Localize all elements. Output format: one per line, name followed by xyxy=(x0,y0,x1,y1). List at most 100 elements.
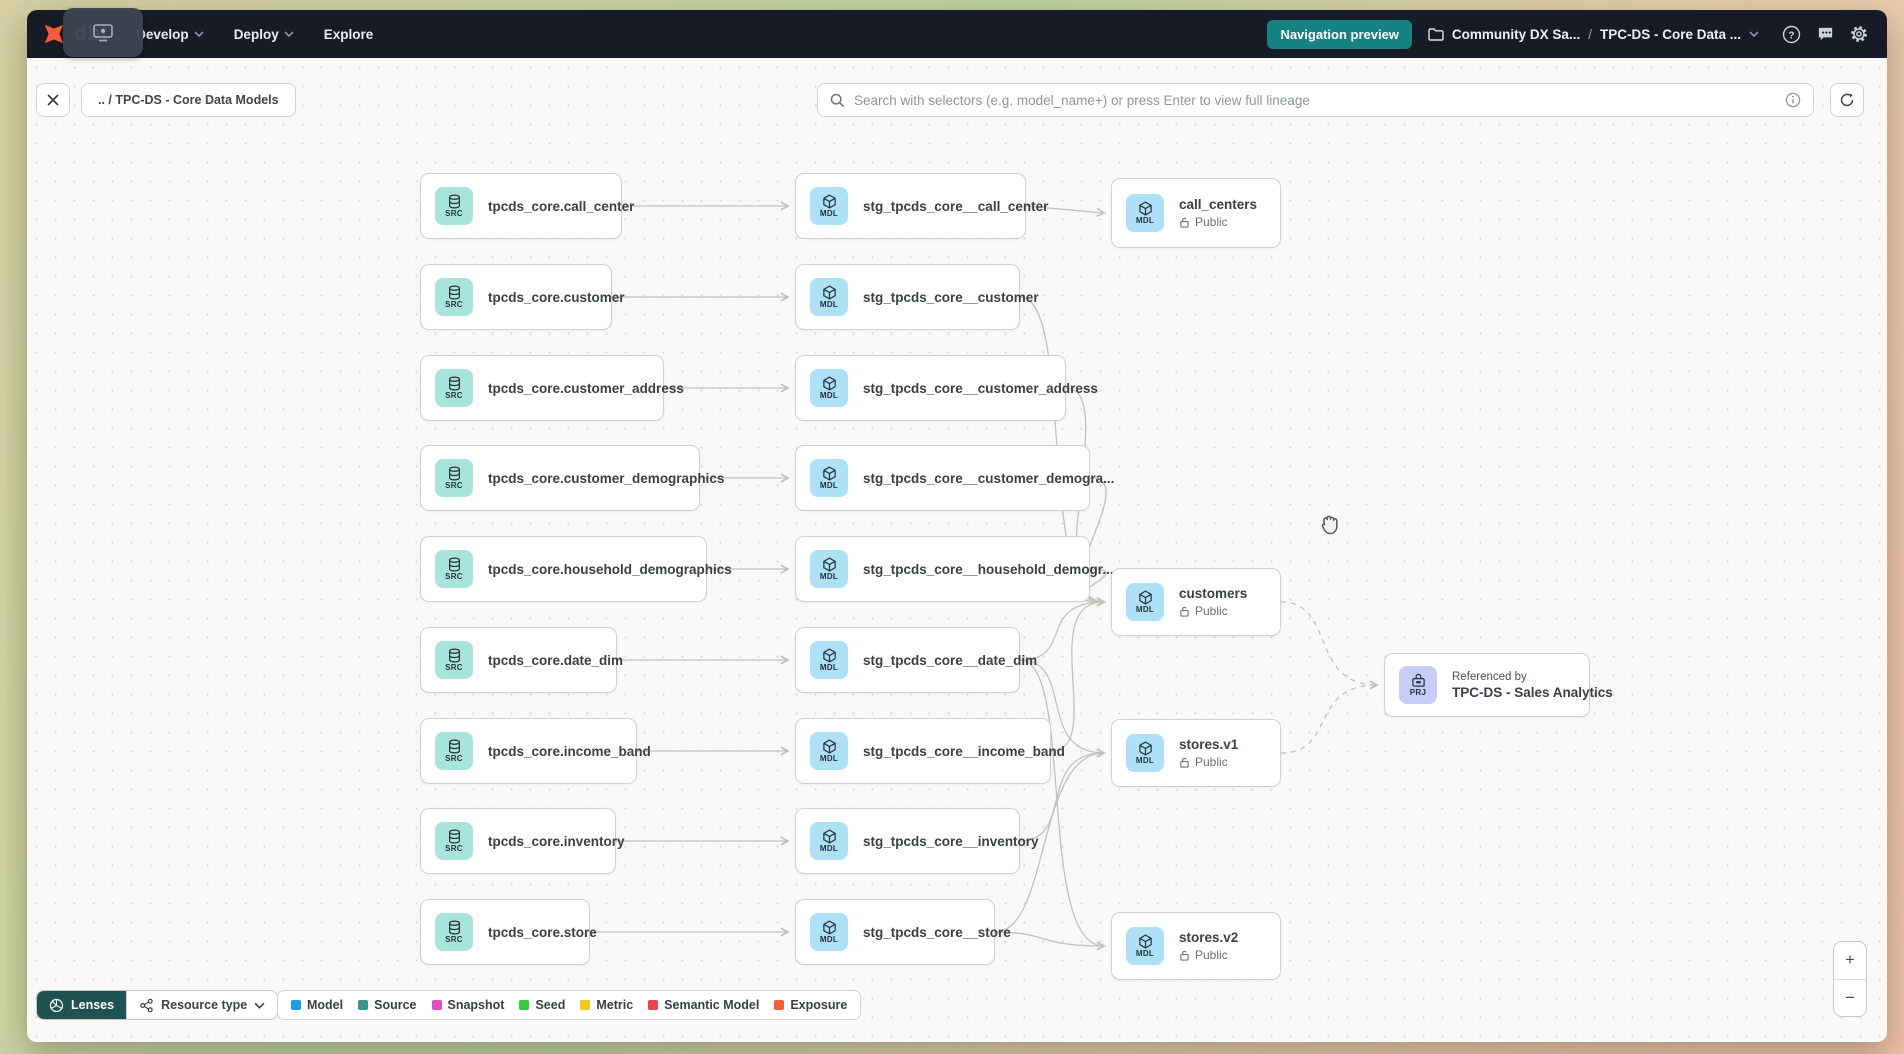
source-icon: SRC xyxy=(435,641,473,679)
model-icon: MDL xyxy=(810,369,848,407)
edge-m9-to-stores_v2 xyxy=(994,931,1104,946)
canvas-breadcrumb[interactable]: .. / TPC-DS - Core Data Models xyxy=(81,83,296,117)
zoom-in-button[interactable]: + xyxy=(1834,942,1866,980)
svg-text:?: ? xyxy=(1788,30,1794,41)
source-icon: SRC xyxy=(435,913,473,951)
dbt-cloud-window: dbt Develop Deploy Explore Navigation pr… xyxy=(27,10,1887,1042)
model-icon: MDL xyxy=(810,459,848,497)
node-label: stg_tpcds_core__customer_demogra... xyxy=(863,470,1115,486)
node-label: stg_tpcds_core__income_band xyxy=(863,743,1065,759)
zoom-controls: + − xyxy=(1833,941,1867,1017)
model-icon: MDL xyxy=(1126,583,1164,621)
legend-swatch xyxy=(358,1000,369,1010)
lens-icon xyxy=(49,998,64,1012)
legend-item-model: Model xyxy=(291,998,343,1012)
nav-item-develop[interactable]: Develop xyxy=(136,27,204,42)
node-label: stg_tpcds_core__household_demogr... xyxy=(863,561,1114,577)
node-stg_tpcds_core__customer_address[interactable]: MDL stg_tpcds_core__customer_address xyxy=(795,355,1098,421)
node-label: stg_tpcds_core__customer_address xyxy=(863,380,1098,396)
screen-share-chip[interactable] xyxy=(63,8,143,57)
edge-m6-to-customers xyxy=(1019,602,1104,661)
node-label: tpcds_core.household_demographics xyxy=(488,561,732,577)
node-label: stores.v2 xyxy=(1179,930,1239,945)
close-lineage-button[interactable] xyxy=(36,83,70,117)
legend-item-snapshot: Snapshot xyxy=(431,998,504,1012)
node-label: customers xyxy=(1179,586,1248,601)
source-icon: SRC xyxy=(435,187,473,225)
node-label: stg_tpcds_core__inventory xyxy=(863,833,1039,849)
search-icon xyxy=(830,93,845,107)
chevron-down-icon[interactable] xyxy=(1749,31,1759,37)
source-icon: SRC xyxy=(435,822,473,860)
node-label: tpcds_core.customer_demographics xyxy=(488,470,725,486)
edge-m5-to-customers xyxy=(1080,568,1107,602)
resource-type-dropdown[interactable]: Resource type xyxy=(126,991,278,1019)
edge-m7-to-customers xyxy=(1050,602,1104,752)
breadcrumb-project[interactable]: Community DX Sa... xyxy=(1451,26,1581,42)
navigation-preview-button[interactable]: Navigation preview xyxy=(1267,19,1412,49)
lenses-button[interactable]: Lenses xyxy=(37,991,127,1019)
node-stg_tpcds_core__household_demogr...[interactable]: MDL stg_tpcds_core__household_demogr... xyxy=(795,536,1114,602)
source-icon: SRC xyxy=(435,732,473,770)
close-icon xyxy=(47,94,59,106)
model-icon: MDL xyxy=(810,550,848,588)
zoom-out-button[interactable]: − xyxy=(1834,979,1866,1016)
breadcrumb-separator: / xyxy=(1588,26,1592,42)
edge-customers-to-prj xyxy=(1280,601,1377,685)
search-input[interactable] xyxy=(854,92,1776,108)
legend-swatch xyxy=(774,1000,785,1010)
help-icon[interactable]: ? xyxy=(1781,24,1801,44)
feedback-icon[interactable] xyxy=(1815,24,1835,44)
node-label: stg_tpcds_core__call_center xyxy=(863,198,1049,214)
nav-item-explore[interactable]: Explore xyxy=(324,27,374,42)
model-icon: MDL xyxy=(810,278,848,316)
legend-swatch xyxy=(291,1000,301,1010)
legend-item-seed: Seed xyxy=(519,998,565,1012)
legend-swatch xyxy=(519,1000,530,1010)
nav-item-deploy[interactable]: Deploy xyxy=(234,27,294,42)
node-label: call_centers xyxy=(1179,197,1258,212)
chevron-down-icon xyxy=(254,1002,265,1009)
lineage-searchbar[interactable] xyxy=(817,83,1814,117)
lenses-control-group: Lenses Resource type xyxy=(36,990,279,1020)
public-badge: Public xyxy=(1179,604,1247,618)
monitor-icon xyxy=(93,23,113,41)
model-icon: MDL xyxy=(1126,734,1164,772)
node-label: stores.v1 xyxy=(1179,737,1239,752)
lenses-label: Lenses xyxy=(71,998,115,1012)
nav-item-label: Deploy xyxy=(233,26,279,42)
info-icon[interactable] xyxy=(1785,92,1801,108)
node-label: tpcds_core.customer xyxy=(488,289,625,305)
breadcrumb-page[interactable]: TPC-DS - Core Data ... xyxy=(1599,26,1741,42)
source-icon: SRC xyxy=(435,550,473,588)
gear-icon[interactable] xyxy=(1849,24,1869,44)
nav-item-label: Develop xyxy=(136,26,189,42)
refresh-lineage-button[interactable] xyxy=(1830,83,1864,117)
project-icon: PRJ xyxy=(1399,666,1437,704)
model-icon: MDL xyxy=(1126,194,1164,232)
node-label: TPC-DS - Sales Analytics xyxy=(1452,684,1613,700)
node-tpcds_core.household_demographics[interactable]: SRC tpcds_core.household_demographics xyxy=(420,536,732,602)
node-stg_tpcds_core__customer_demogra...[interactable]: MDL stg_tpcds_core__customer_demogra... xyxy=(795,445,1114,511)
